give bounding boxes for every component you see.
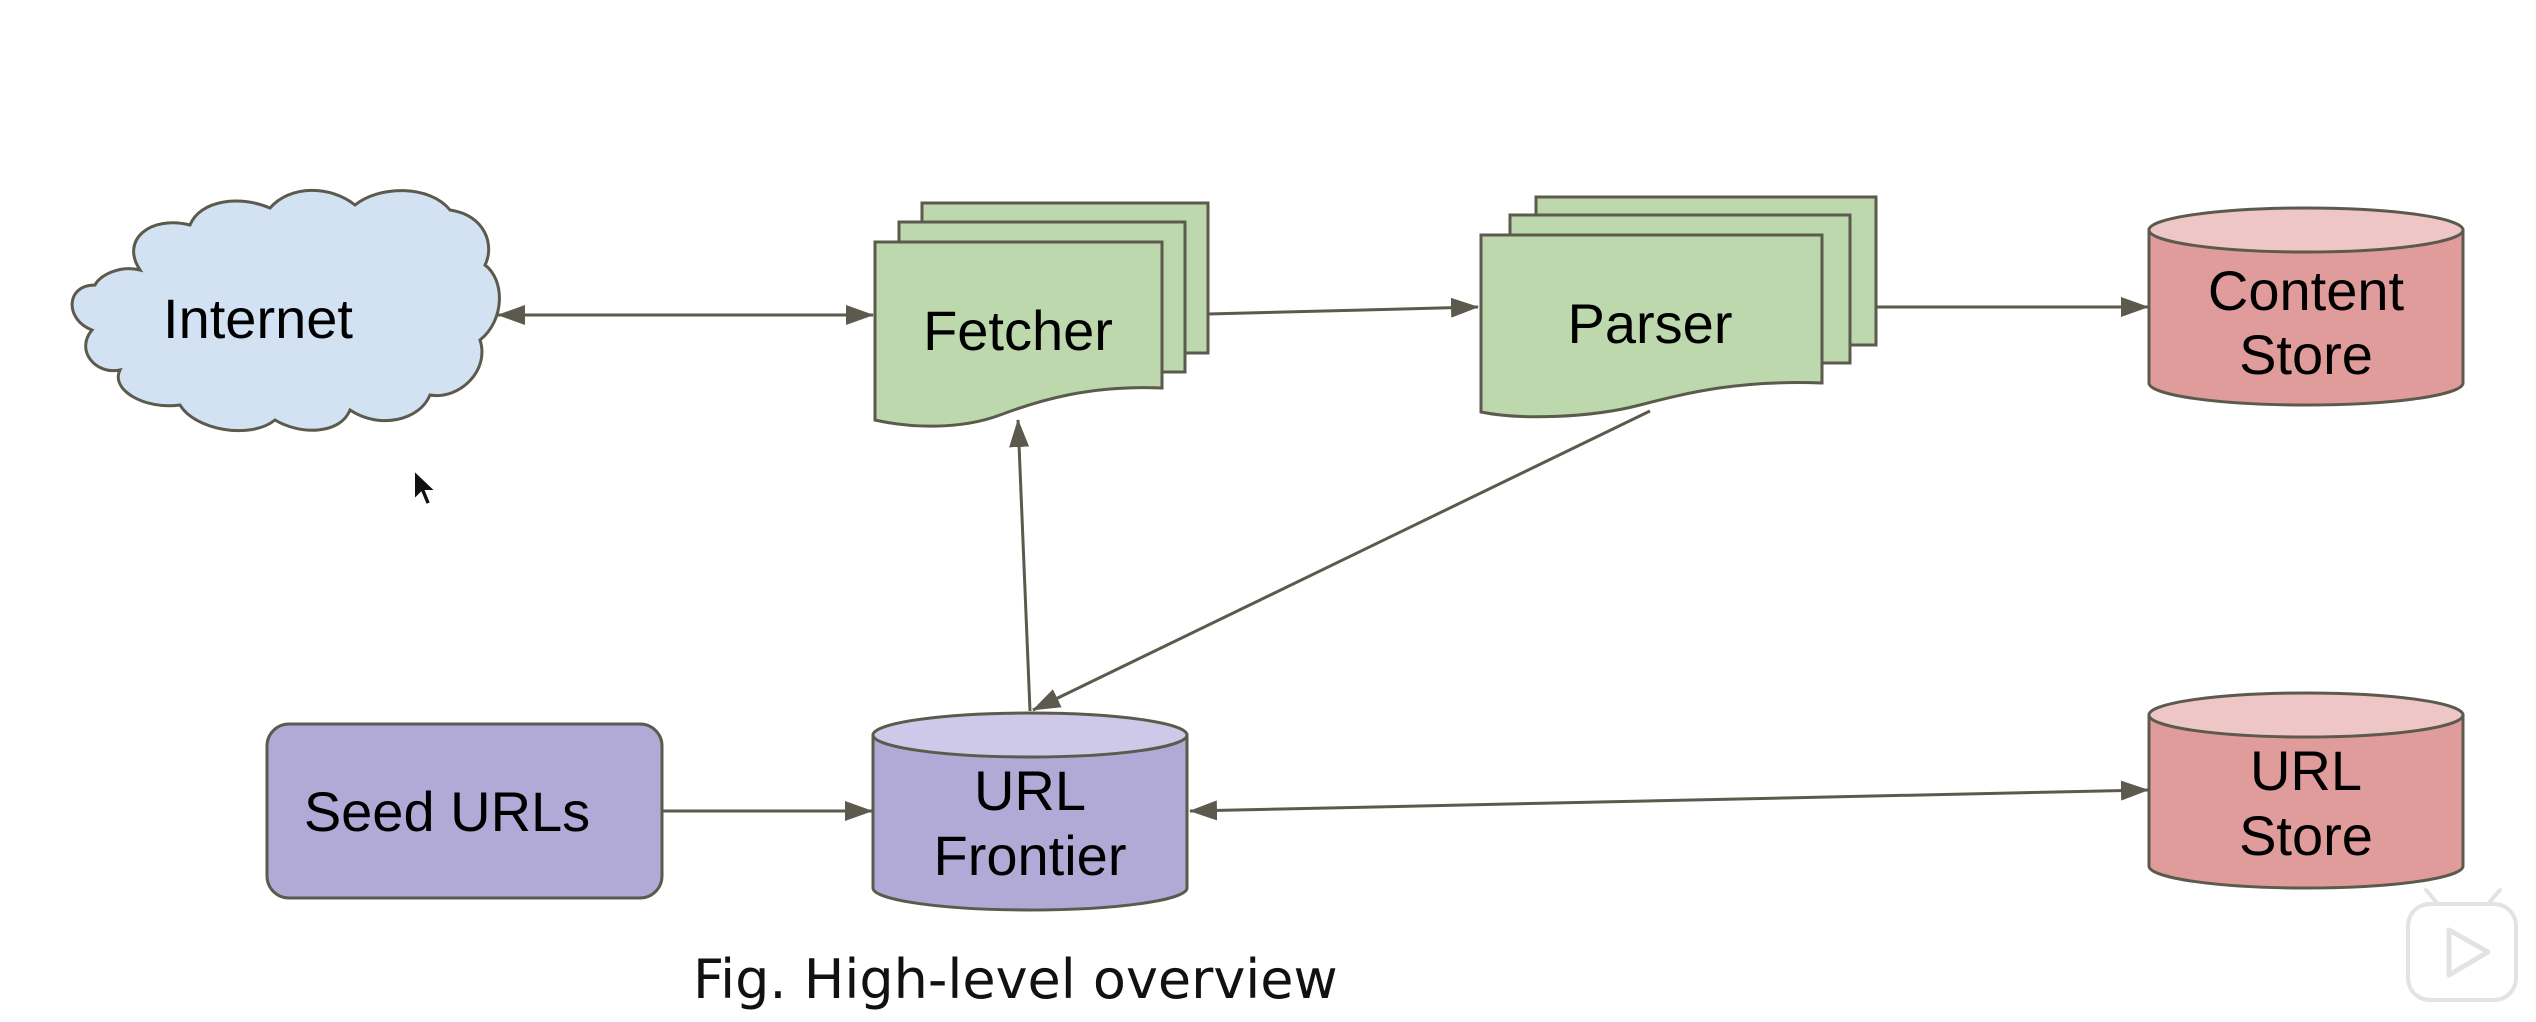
fetcher-label: Fetcher: [923, 299, 1113, 362]
edge-url-frontier-fetcher: [1009, 419, 1032, 712]
url-store-label-line2: Store: [2239, 804, 2373, 867]
url-store-body: [2147, 713, 2465, 890]
content-store-top: [2147, 206, 2465, 254]
url-frontier-body: [871, 733, 1189, 912]
seed-urls-node: Seed URLs: [265, 722, 664, 900]
seed-urls-box: [265, 722, 664, 900]
url-store-label-line1: URL: [2250, 739, 2362, 802]
internet-node: Internet: [70, 188, 501, 433]
content-store-label-line1: Content: [2208, 259, 2405, 322]
url-store-node: URL Store: [2147, 691, 2465, 890]
parser-front-page: [1479, 233, 1824, 419]
video-play-overlay-button[interactable]: [2406, 888, 2518, 1002]
seed-urls-label: Seed URLs: [304, 780, 590, 843]
edges: [497, 297, 2149, 821]
play-icon: [2446, 927, 2491, 978]
edge-fetcher-parser: [1207, 297, 1479, 318]
url-frontier-label-line2: Frontier: [934, 824, 1127, 887]
figure-caption: Fig. High-level overview: [693, 948, 1338, 1011]
parser-node: Parser: [1479, 195, 1878, 419]
url-frontier-node: URL Frontier: [871, 711, 1189, 912]
edge-parser-url-frontier: [1032, 409, 1651, 712]
mouse-cursor-icon: [413, 467, 439, 507]
fetcher-node: Fetcher: [873, 201, 1210, 428]
parser-label: Parser: [1568, 292, 1733, 355]
internet-label: Internet: [163, 287, 353, 350]
cloud-shape: [70, 188, 501, 433]
url-frontier-label-line1: URL: [974, 759, 1086, 822]
url-frontier-top: [871, 711, 1189, 759]
url-store-top: [2147, 691, 2465, 739]
edge-url-frontier-url-store: [1189, 780, 2149, 821]
content-store-node: Content Store: [2147, 206, 2465, 407]
fetcher-front-page: [873, 240, 1164, 428]
content-store-label-line2: Store: [2239, 323, 2373, 386]
content-store-body: [2147, 228, 2465, 407]
